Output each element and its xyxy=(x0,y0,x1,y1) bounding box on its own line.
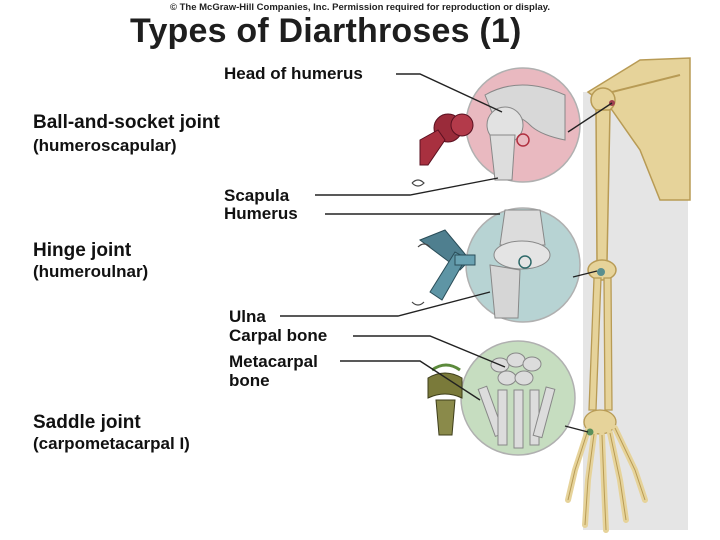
leader-lines xyxy=(280,73,613,433)
saddle-joint-example: (carpometacarpal I) xyxy=(33,434,190,453)
skeleton-arm xyxy=(565,57,691,533)
hinge-joint-title: Hinge joint xyxy=(33,240,132,261)
ball-socket-joint-example: (humeroscapular) xyxy=(33,136,177,155)
ball-socket-detail xyxy=(465,67,581,183)
finger-outlines xyxy=(567,427,646,531)
saddle-joint-title: Saddle joint xyxy=(33,412,141,433)
label-humerus: Humerus xyxy=(224,204,298,223)
ball-socket-joint-title: Ball-and-socket joint xyxy=(33,112,220,133)
label-carpal-bone: Carpal bone xyxy=(229,326,328,345)
scapula-spine xyxy=(599,74,681,96)
hinge-model xyxy=(411,229,476,306)
label-ulna: Ulna xyxy=(229,307,266,326)
hinge-joint-example: (humeroulnar) xyxy=(33,262,149,281)
ball-socket-model xyxy=(411,113,474,187)
radius-bone xyxy=(603,277,613,411)
page-title: Types of Diarthroses (1) xyxy=(130,12,522,50)
socket-ring xyxy=(516,133,530,147)
humerus-distal-detail xyxy=(499,209,546,246)
humerus-shaft xyxy=(595,109,611,263)
label-scapula: Scapula xyxy=(224,186,290,205)
saddle-detail xyxy=(460,340,576,456)
label-metacarpal-bone: bone xyxy=(229,371,270,390)
label-head-of-humerus: Head of humerus xyxy=(224,64,363,83)
humerus-detail xyxy=(489,134,516,181)
hinge-detail xyxy=(465,207,581,323)
elbow-marker xyxy=(597,268,605,276)
wrist-marker xyxy=(586,428,594,436)
copyright-notice: © The McGraw-Hill Companies, Inc. Permis… xyxy=(169,2,551,13)
label-metacarpal: Metacarpal xyxy=(229,352,318,371)
saddle-model xyxy=(427,363,463,436)
ulna-detail xyxy=(489,264,521,319)
